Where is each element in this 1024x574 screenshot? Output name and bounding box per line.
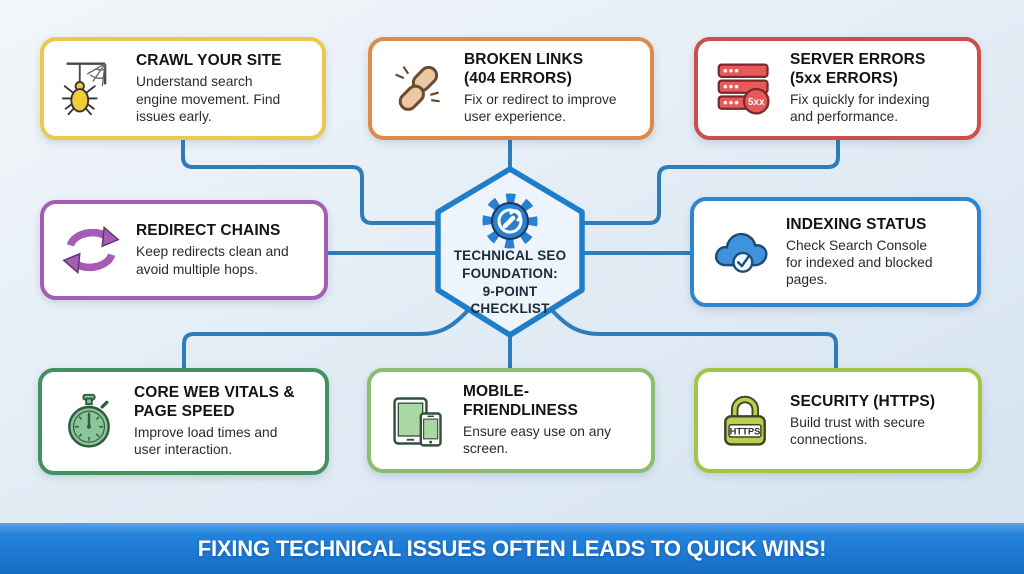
card-security-https: HTTPS SECURITY (HTTPS) Build trust with … xyxy=(694,368,982,473)
banner: FIXING TECHNICAL ISSUES OFTEN LEADS TO Q… xyxy=(0,523,1024,574)
padlock-icon: HTTPS xyxy=(712,391,778,451)
cloud-check-icon xyxy=(708,222,774,282)
card-description: Understand search engine movement. Find … xyxy=(136,74,281,124)
card-title: SECURITY (HTTPS) xyxy=(790,392,936,410)
card-description: Build trust with secure connections. xyxy=(790,414,925,448)
card-description: Keep redirects clean and avoid multiple … xyxy=(136,244,289,277)
card-core-web-vitals: CORE WEB VITALS & PAGE SPEED Improve loa… xyxy=(38,368,329,475)
card-mobile-friendliness: MOBILE-FRIENDLINESS Ensure easy use on a… xyxy=(367,368,655,473)
card-description: Ensure easy use on any screen. xyxy=(463,424,612,457)
card-description: Improve load times and user interaction. xyxy=(134,425,278,458)
card-title: SERVER ERRORS (5xx ERRORS) xyxy=(790,51,926,87)
card-title: INDEXING STATUS xyxy=(786,215,927,233)
card-server-errors: 5xx SERVER ERRORS (5xx ERRORS) Fix quick… xyxy=(694,37,981,140)
broken-chain-icon xyxy=(386,59,452,119)
card-crawl-your-site: CRAWL YOUR SITE Understand search engine… xyxy=(40,37,326,140)
redirect-arrows-icon xyxy=(58,220,124,280)
card-description: Fix quickly for indexing and performance… xyxy=(790,92,930,125)
card-description: Check Search Console for indexed and blo… xyxy=(786,237,933,288)
card-indexing-status: INDEXING STATUS Check Search Console for… xyxy=(690,197,981,307)
gear-wrench-icon xyxy=(482,193,538,249)
card-title: CRAWL YOUR SITE xyxy=(136,52,282,69)
card-title: REDIRECT CHAINS xyxy=(136,222,281,240)
connector-security xyxy=(546,304,838,371)
card-title: MOBILE-FRIENDLINESS xyxy=(463,383,578,419)
stopwatch-icon xyxy=(56,392,122,452)
server-badge-label: 5xx xyxy=(748,96,765,107)
banner-text: FIXING TECHNICAL ISSUES OFTEN LEADS TO Q… xyxy=(197,535,827,561)
spider-icon xyxy=(58,59,124,119)
padlock-label: HTTPS xyxy=(730,426,761,436)
connector-vitals xyxy=(182,304,474,371)
card-description: Fix or redirect to improve user experien… xyxy=(464,92,617,125)
center-hexagon xyxy=(435,166,585,338)
connector-crawl xyxy=(181,137,467,225)
connector-lines xyxy=(181,137,840,371)
card-title: BROKEN LINKS (404 ERRORS) xyxy=(464,51,584,87)
card-redirect-chains: REDIRECT CHAINS Keep redirects clean and… xyxy=(40,200,328,300)
center-hexagon-title: TECHNICAL SEO FOUNDATION: 9-POINT CHECKL… xyxy=(453,248,567,317)
card-broken-links: BROKEN LINKS (404 ERRORS) Fix or redirec… xyxy=(368,37,654,140)
card-title: CORE WEB VITALS & PAGE SPEED xyxy=(134,384,295,420)
server-5xx-icon: 5xx xyxy=(712,59,778,119)
connector-server-errors xyxy=(554,137,840,225)
tablet-phone-icon xyxy=(385,391,451,451)
